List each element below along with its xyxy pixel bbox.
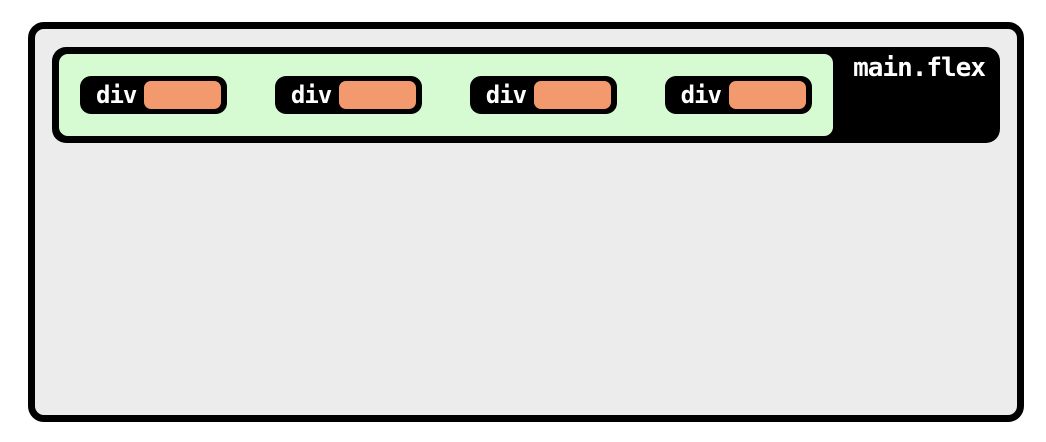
flex-item: div	[80, 76, 228, 114]
flex-item: div	[664, 76, 812, 114]
flex-item-label: div	[680, 81, 722, 109]
flex-container-bar: div div div div main.flex	[52, 47, 1000, 143]
flex-container-label: main.flex	[853, 53, 986, 83]
flex-container-label-zone: main.flex	[833, 47, 1000, 143]
flex-item-label: div	[290, 81, 332, 109]
outer-panel: div div div div main.flex	[28, 22, 1024, 422]
flex-item: div	[274, 76, 423, 114]
flex-content-area: div div div div	[59, 54, 833, 136]
flex-item-swatch	[534, 81, 612, 109]
flex-item-swatch	[728, 81, 806, 109]
flex-item-label: div	[485, 81, 527, 109]
flex-item-label: div	[96, 81, 137, 109]
flex-item-swatch	[339, 81, 417, 109]
flex-item-swatch	[144, 81, 222, 109]
flex-item: div	[469, 76, 618, 114]
